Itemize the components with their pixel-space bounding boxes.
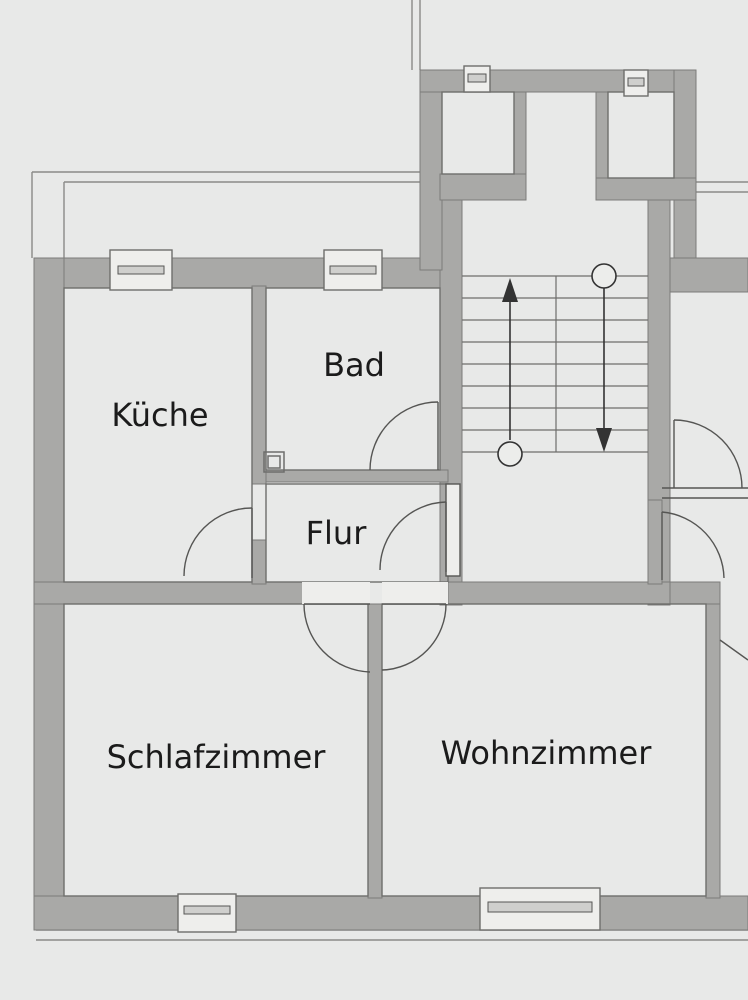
wall-tower-top bbox=[419, 69, 697, 93]
wall-tower-left bbox=[419, 69, 443, 271]
room-label-bathroom: Bad bbox=[323, 346, 385, 384]
window-living-room bbox=[479, 887, 601, 931]
room-label-hallway: Flur bbox=[306, 514, 368, 552]
room-label-living-room: Wohnzimmer bbox=[441, 734, 653, 772]
window-bedroom bbox=[177, 893, 237, 933]
door-entrance bbox=[379, 483, 461, 577]
room-label-kitchen: Küche bbox=[111, 396, 208, 434]
door-bathroom bbox=[369, 401, 439, 471]
wall-middle-right bbox=[669, 581, 721, 605]
wall-right-mid bbox=[647, 499, 663, 585]
room-label-bedroom: Schlafzimmer bbox=[107, 738, 327, 776]
door-kitchen bbox=[183, 507, 253, 578]
door-living-room bbox=[381, 582, 448, 671]
door-right-lower bbox=[661, 511, 748, 661]
wall-shaft-ledge-right bbox=[595, 177, 697, 201]
wall-bed-living bbox=[367, 603, 383, 899]
stair-arrows bbox=[497, 263, 617, 467]
wall-right-top bbox=[669, 257, 748, 293]
window-kitchen bbox=[109, 249, 173, 291]
door-bedroom bbox=[302, 582, 371, 673]
windows bbox=[109, 65, 649, 933]
staircase bbox=[462, 275, 648, 453]
wall-tower-right bbox=[673, 69, 697, 271]
bath-shaft bbox=[263, 451, 285, 473]
wall-right-lower bbox=[705, 603, 721, 899]
doors bbox=[183, 401, 748, 673]
wall-kitchen-hall bbox=[251, 539, 267, 585]
wall-middle-center bbox=[447, 581, 671, 605]
wall-bottom bbox=[33, 895, 748, 931]
wall-bath-hall bbox=[265, 469, 449, 483]
wall-middle-left bbox=[33, 581, 305, 605]
door-right-upper bbox=[662, 419, 748, 499]
wall-top bbox=[33, 257, 461, 289]
window-bathroom bbox=[323, 249, 383, 291]
wall-shaft-ledge-left bbox=[439, 173, 527, 201]
window-tower-right bbox=[623, 69, 649, 97]
window-tower-left bbox=[463, 65, 491, 93]
